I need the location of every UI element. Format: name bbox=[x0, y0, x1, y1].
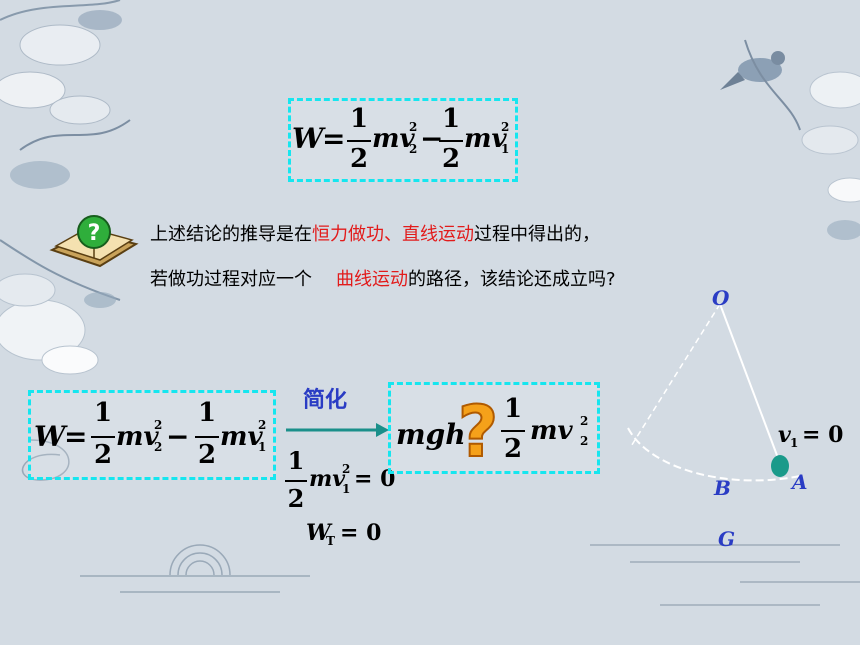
velocity-rhs: = 0 bbox=[802, 422, 844, 448]
label-O: O bbox=[712, 286, 730, 310]
fraction-numerator: 1 bbox=[441, 104, 461, 134]
formula-term-a: mv bbox=[116, 422, 159, 452]
arrow-right-icon bbox=[286, 423, 389, 437]
fraction-denominator: 2 bbox=[503, 434, 523, 464]
svg-text:?: ? bbox=[88, 221, 101, 246]
formula-lhs: W bbox=[34, 420, 66, 453]
subscript-b: 1 bbox=[501, 142, 510, 156]
superscript-a: 2 bbox=[154, 418, 163, 432]
fraction-line bbox=[91, 436, 115, 438]
pendulum-string bbox=[719, 303, 779, 459]
formula-term-b: mv bbox=[220, 422, 263, 452]
question-line-1: 上述结论的推导是在恒力做功、直线运动过程中得出的， bbox=[150, 224, 600, 245]
fraction-line bbox=[439, 140, 463, 142]
fraction-numerator: 1 bbox=[197, 398, 217, 428]
superscript-b: 2 bbox=[258, 418, 267, 432]
dashed-string bbox=[629, 303, 721, 449]
fraction-numerator: 1 bbox=[349, 104, 369, 134]
fraction-line bbox=[501, 430, 525, 432]
flower-decoration-left-icon bbox=[0, 239, 121, 375]
subscript-a: 2 bbox=[409, 142, 418, 156]
formula-term-a: mv bbox=[372, 124, 415, 154]
fraction-denominator: 2 bbox=[349, 144, 369, 174]
subscript-a: 2 bbox=[154, 440, 163, 454]
fraction-line bbox=[195, 436, 219, 438]
formula-box-left bbox=[28, 390, 276, 480]
label-G: G bbox=[718, 527, 736, 551]
subscript: 2 bbox=[580, 434, 589, 448]
highlight-constant-force: 恒力做功、直线运动 bbox=[312, 224, 474, 245]
formula-mgh: mgh bbox=[396, 418, 466, 451]
svg-text:?: ? bbox=[458, 394, 499, 466]
superscript: 2 bbox=[580, 414, 589, 428]
velocity-label: v bbox=[778, 422, 791, 448]
pendulum-bob bbox=[771, 455, 789, 477]
velocity-subscript: 1 bbox=[790, 436, 799, 450]
fraction-line bbox=[347, 140, 371, 142]
subscript-b: 1 bbox=[258, 440, 267, 454]
question-line-2: 若做功过程对应一个曲线运动的路径，该结论还成立吗? bbox=[150, 269, 616, 290]
formula-term: mv bbox=[530, 416, 573, 446]
condition-fraction-numerator: 1 bbox=[287, 446, 305, 475]
condition-term: mv bbox=[309, 466, 346, 492]
flower-decoration-right-icon bbox=[801, 71, 860, 240]
label-B: B bbox=[714, 476, 731, 500]
pendulum-diagram bbox=[627, 303, 801, 482]
formula-box-right bbox=[388, 382, 600, 474]
condition-subscript: 1 bbox=[342, 482, 351, 496]
fraction-denominator: 2 bbox=[93, 440, 113, 470]
simplify-label: 简化 bbox=[303, 388, 348, 413]
highlight-curved-motion: 曲线运动 bbox=[336, 269, 408, 290]
book-question-icon: ? bbox=[49, 215, 139, 268]
superscript-a: 2 bbox=[409, 120, 418, 134]
condition-superscript: 2 bbox=[342, 462, 351, 476]
fraction-numerator: 1 bbox=[93, 398, 113, 428]
condition-fraction-line bbox=[285, 480, 307, 482]
fraction-denominator: 2 bbox=[197, 440, 217, 470]
tension-work-subscript: T bbox=[326, 534, 335, 548]
tension-work-rhs: = 0 bbox=[340, 520, 382, 546]
fraction-numerator: 1 bbox=[503, 394, 523, 424]
fraction-denominator: 2 bbox=[441, 144, 461, 174]
formula-box-top bbox=[288, 98, 518, 182]
label-A: A bbox=[792, 470, 808, 494]
superscript-b: 2 bbox=[501, 120, 510, 134]
question-mark-icon: ? bbox=[457, 394, 500, 466]
flower-decoration-top-left-icon bbox=[0, 0, 131, 189]
tension-work-label: W bbox=[306, 520, 331, 546]
formula-lhs: W bbox=[292, 122, 324, 155]
bird-decoration-icon bbox=[720, 39, 801, 131]
line-decoration-right-icon bbox=[590, 544, 860, 606]
arc-path bbox=[627, 427, 801, 482]
condition-fraction-denominator: 2 bbox=[287, 484, 305, 513]
formula-term-b: mv bbox=[464, 124, 507, 154]
